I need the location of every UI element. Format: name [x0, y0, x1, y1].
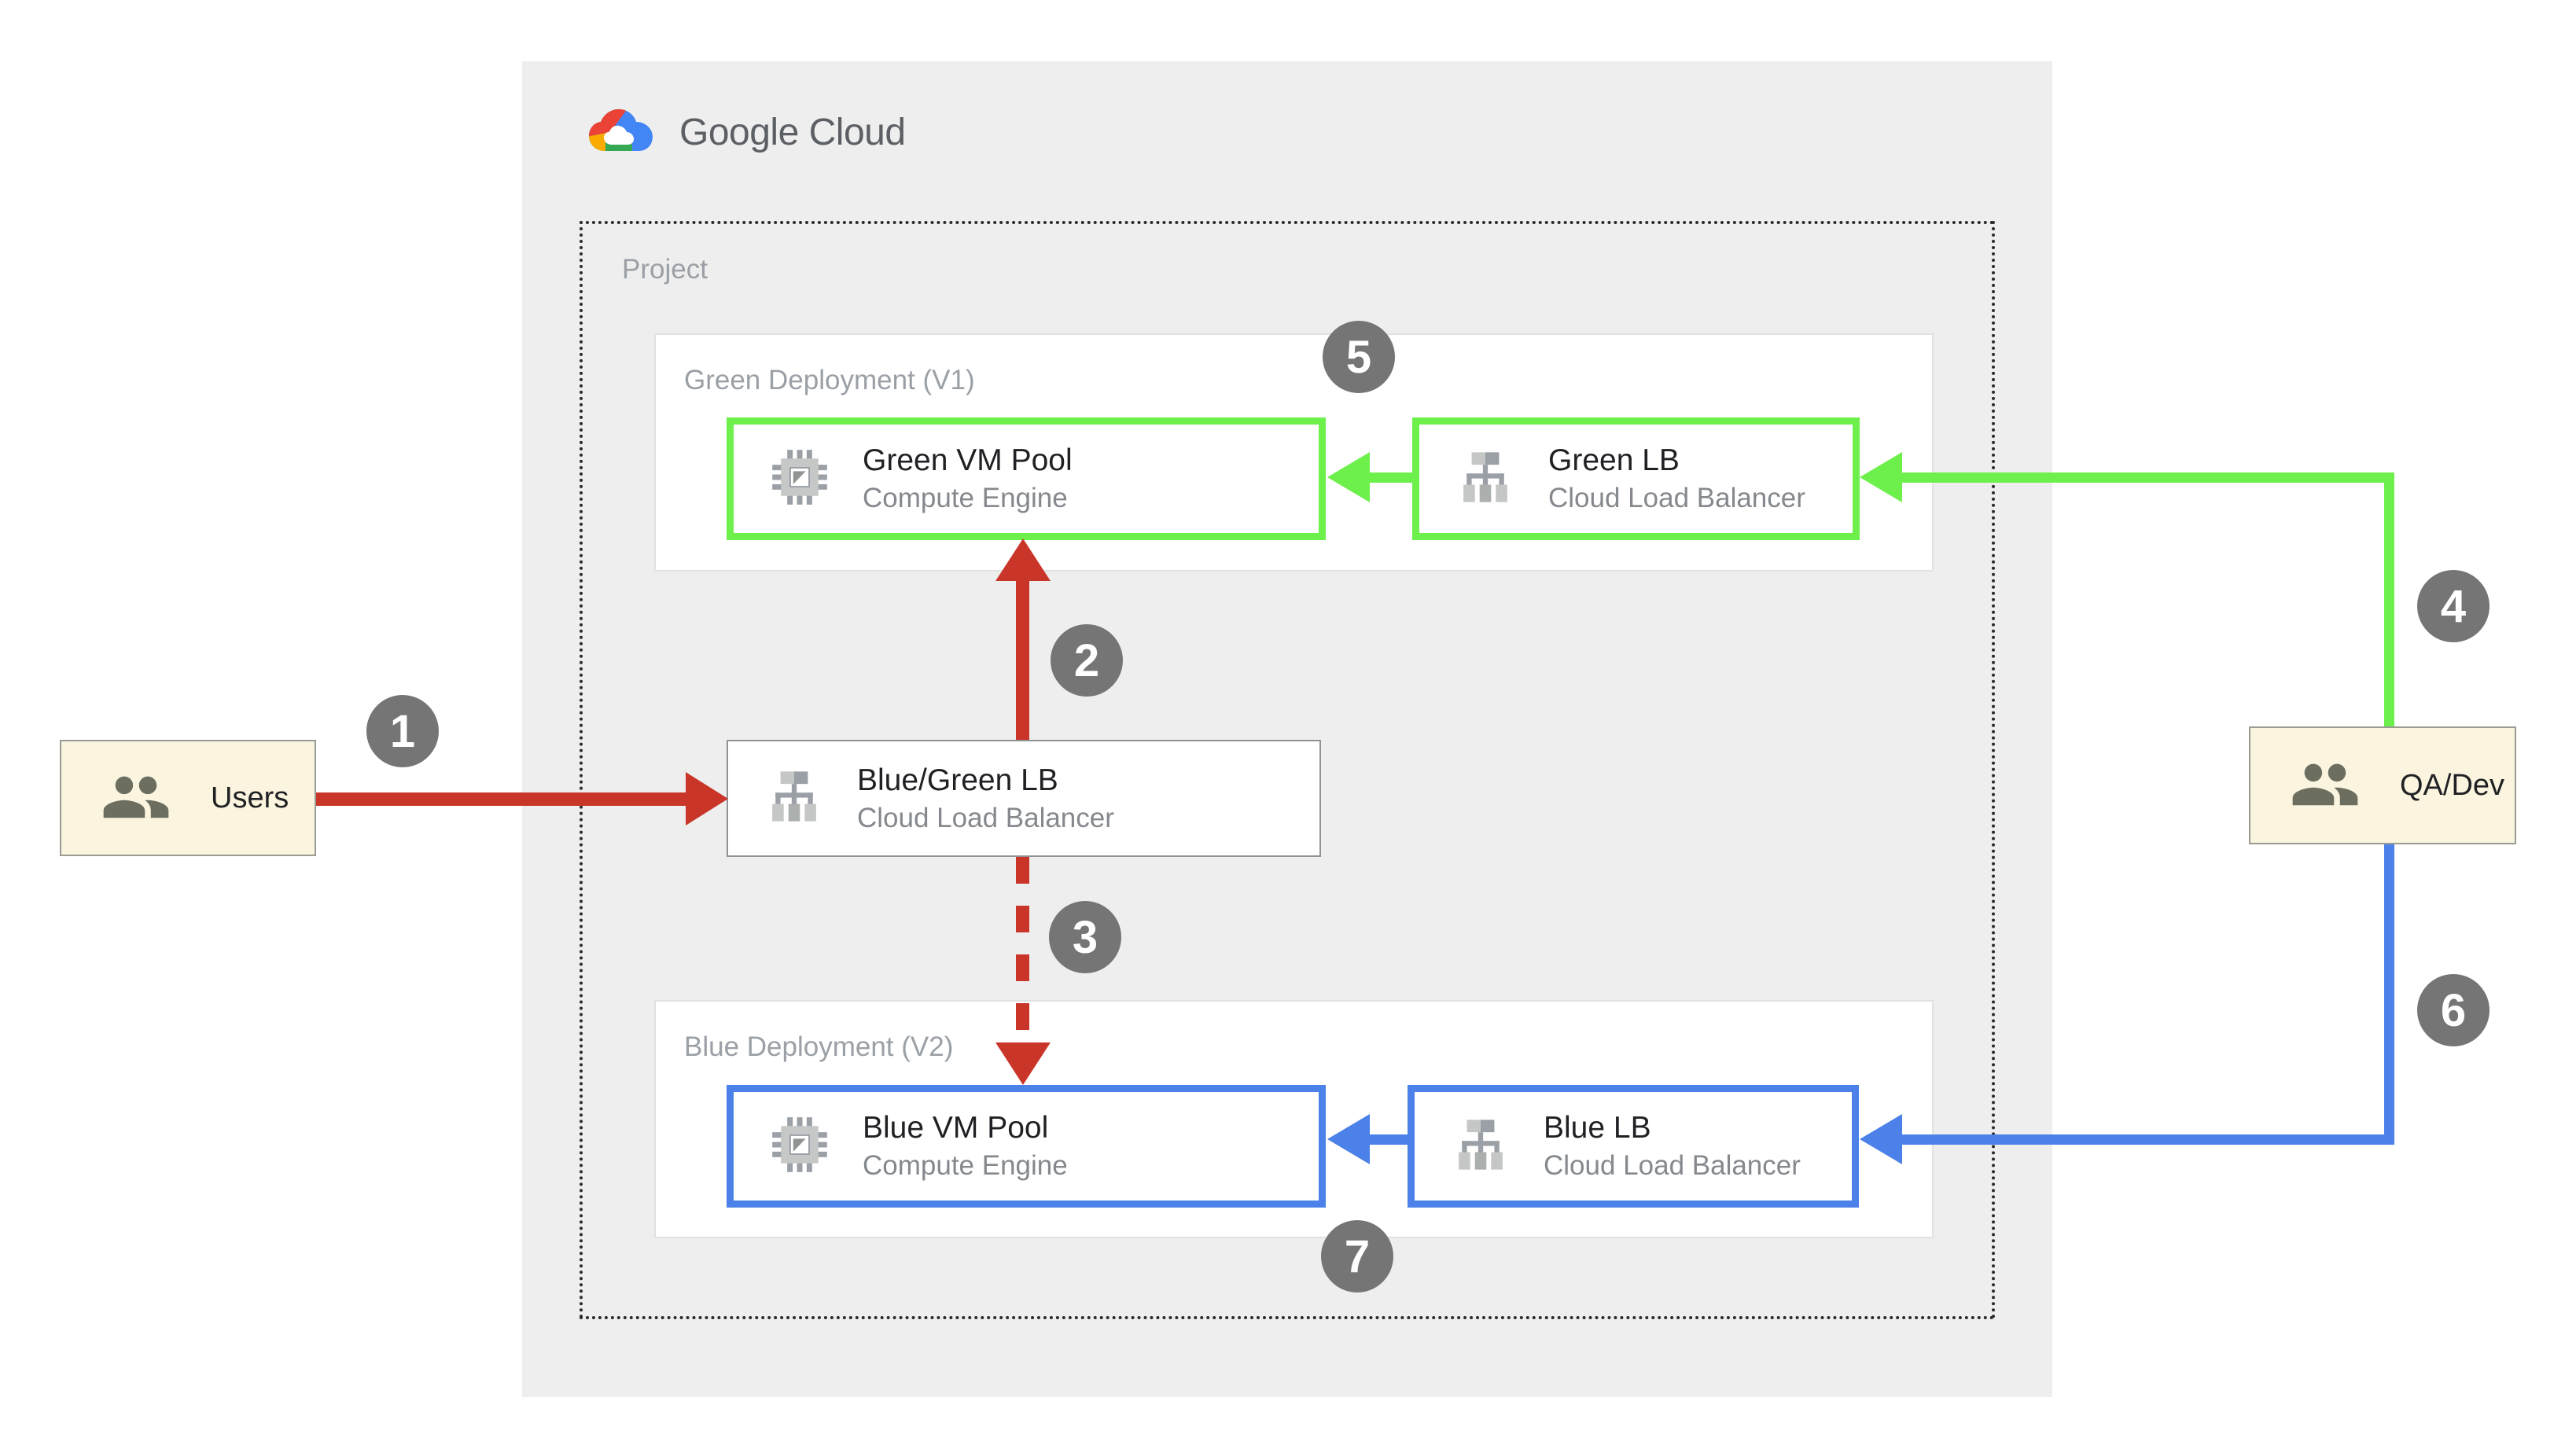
arrow-users-to-bluegreen-lb — [316, 792, 686, 806]
node-subtitle: Compute Engine — [863, 1150, 1068, 1181]
green-deployment-label: Green Deployment (V1) — [684, 365, 975, 395]
people-icon — [2291, 759, 2359, 812]
actor-users: Users — [60, 740, 316, 856]
badge-5: 5 — [1323, 321, 1395, 393]
node-title: Blue/Green LB — [857, 763, 1058, 797]
actor-label: QA/Dev — [2400, 768, 2505, 802]
arrow-qadev-to-blue-lb-horizontal — [1902, 1134, 2394, 1145]
arrowhead-qadev-to-blue-lb — [1860, 1114, 1902, 1164]
compute-engine-icon — [770, 1115, 830, 1178]
node-blue-lb: Blue LB Cloud Load Balancer — [1408, 1085, 1859, 1208]
arrow-green-lb-to-green-vm — [1370, 472, 1412, 483]
project-label: Project — [622, 254, 708, 285]
badge-1: 1 — [366, 695, 439, 767]
arrow-blue-lb-to-blue-vm — [1370, 1134, 1408, 1145]
arrowhead-users-to-bluegreen-lb — [686, 772, 728, 825]
arrow-qadev-to-blue-lb-vertical — [2384, 844, 2394, 1145]
badge-6: 6 — [2417, 974, 2490, 1046]
node-subtitle: Cloud Load Balancer — [1544, 1150, 1801, 1181]
node-subtitle: Cloud Load Balancer — [857, 802, 1114, 833]
node-bluegreen-lb: Blue/Green LB Cloud Load Balancer — [727, 740, 1321, 857]
arrow-bluegreen-lb-to-green-vm — [1016, 579, 1029, 740]
blue-deployment-label: Blue Deployment (V2) — [684, 1031, 954, 1062]
node-title: Blue LB — [1544, 1111, 1651, 1145]
arrow-qadev-to-green-lb-vertical — [2384, 472, 2394, 726]
arrowhead-qadev-to-green-lb — [1860, 452, 1902, 502]
node-title: Green LB — [1548, 443, 1680, 477]
load-balancer-icon — [764, 767, 824, 830]
project-boundary: Project — [580, 221, 1995, 1319]
actor-qadev: QA/Dev — [2249, 726, 2516, 844]
load-balancer-icon — [1455, 447, 1515, 511]
badge-7: 7 — [1321, 1220, 1393, 1292]
actor-label: Users — [211, 781, 289, 814]
arrowhead-bluegreen-lb-to-green-vm — [995, 539, 1051, 581]
node-subtitle: Cloud Load Balancer — [1548, 483, 1805, 513]
people-icon — [102, 772, 170, 825]
load-balancer-icon — [1451, 1115, 1511, 1178]
badge-3: 3 — [1049, 901, 1121, 973]
badge-2: 2 — [1051, 624, 1123, 697]
node-subtitle: Compute Engine — [863, 483, 1068, 513]
node-title: Blue VM Pool — [863, 1111, 1049, 1145]
badge-4: 4 — [2417, 570, 2490, 642]
google-cloud-logo: Google Cloud — [587, 105, 906, 160]
node-green-vm-pool: Green VM Pool Compute Engine — [727, 417, 1326, 540]
google-cloud-icon — [587, 105, 659, 160]
compute-engine-icon — [770, 447, 830, 511]
arrowhead-bluegreen-lb-to-blue-vm — [995, 1042, 1051, 1085]
arrowhead-green-lb-to-green-vm — [1327, 452, 1370, 502]
node-blue-vm-pool: Blue VM Pool Compute Engine — [727, 1085, 1326, 1208]
node-title: Green VM Pool — [863, 443, 1073, 477]
arrowhead-blue-lb-to-blue-vm — [1327, 1114, 1370, 1164]
google-cloud-logo-text: Google Cloud — [679, 112, 906, 153]
node-green-lb: Green LB Cloud Load Balancer — [1412, 417, 1860, 540]
arrow-bluegreen-lb-to-blue-vm — [1016, 857, 1029, 1042]
arrow-qadev-to-green-lb-horizontal — [1902, 472, 2394, 483]
